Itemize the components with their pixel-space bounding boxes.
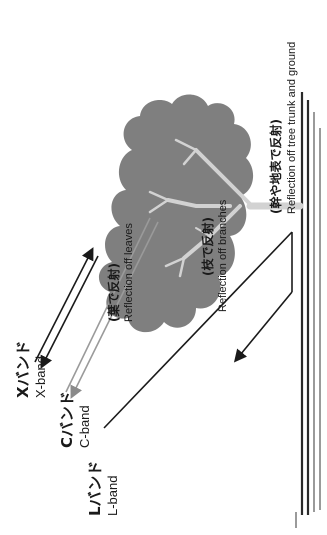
twig-3 [148, 190, 170, 202]
c-band-label-jp: Cバンド [58, 391, 76, 448]
x-band-label-jp: Xバンド [14, 341, 32, 398]
branch-upper [194, 148, 254, 208]
tree-branches [148, 138, 304, 278]
trunk-ground-label-en: Reflection off tree trunk and ground [286, 42, 298, 214]
ground-layers [295, 92, 321, 528]
tree-canopy [98, 94, 254, 333]
branches-label-jp: (枝で反射) [200, 217, 215, 276]
x-band-incident-arrow [34, 247, 94, 363]
twig-7 [195, 227, 211, 237]
twig-5 [164, 256, 186, 268]
twig-1 [174, 138, 198, 152]
l-band-incident-line [103, 231, 293, 429]
band-labels: Xバンド X-band Cバンド C-band Lバンド L-band [14, 341, 120, 516]
leaves-label-jp: (葉で反射) [106, 263, 121, 322]
reflection-labels: (葉で反射) Reflection off leaves (枝で反射) Refl… [106, 42, 298, 322]
c-band-rays [65, 217, 159, 399]
l-band-label-jp: Lバンド [86, 461, 104, 516]
x-band-reflected-arrow [40, 255, 99, 369]
l-band-reflected-arrow [233, 291, 293, 363]
c-band-label-en: C-band [77, 405, 92, 448]
branches-label-en: Reflection off branches [217, 199, 229, 312]
c-band-incident-line [65, 217, 151, 393]
c-band-reflected-arrow [70, 221, 159, 399]
twig-4 [148, 198, 170, 214]
twig-6 [178, 256, 186, 278]
l-band-rays [103, 231, 293, 429]
x-band-rays [34, 247, 99, 369]
canopy-shape [98, 94, 254, 333]
branch-middle [166, 198, 232, 208]
leaves-label-en: Reflection off leaves [123, 223, 135, 322]
x-band-label-en: X-band [33, 356, 48, 398]
l-band-label-en: L-band [105, 476, 120, 516]
trunk-ground-label-jp: (幹や地表で反射) [268, 119, 283, 214]
twig-2 [182, 148, 198, 166]
